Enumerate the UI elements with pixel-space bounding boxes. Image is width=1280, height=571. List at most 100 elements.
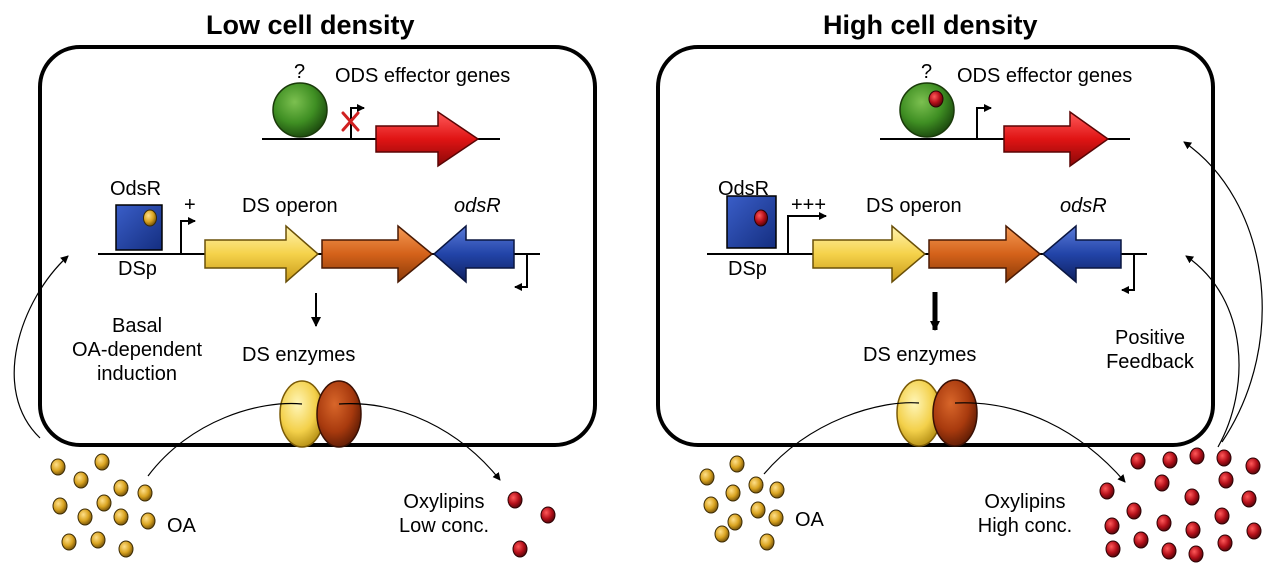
right-effector-promoter-arrow xyxy=(976,104,992,139)
right-oxylipins-line-1: Oxylipins xyxy=(984,491,1066,513)
oxylipin-molecule xyxy=(1217,534,1233,552)
oa-molecule xyxy=(729,455,745,473)
left-oxylipins-line-1: Oxylipins xyxy=(403,491,485,513)
left-oxylipin-release-curve xyxy=(338,403,501,481)
oxylipin-molecule xyxy=(1133,531,1149,549)
left-panel xyxy=(13,45,597,558)
left-ds-enzymes-label: DS enzymes xyxy=(242,344,356,366)
oa-molecule xyxy=(96,494,112,512)
oxylipin-molecule xyxy=(1161,542,1177,560)
right-positive-feedback-label: Positive Feedback xyxy=(1090,326,1210,374)
right-odsr-gene-label: odsR xyxy=(1060,195,1107,217)
oxylipin-molecule xyxy=(1156,514,1172,532)
left-dsp-label: DSp xyxy=(118,258,157,280)
left-basal-line-3: induction xyxy=(96,363,178,385)
oxylipin-molecule xyxy=(1246,522,1262,540)
oa-molecule xyxy=(137,484,153,502)
oxylipin-molecule xyxy=(1099,482,1115,500)
left-basal-induction-label: Basal OA-dependent induction xyxy=(62,314,212,386)
oa-molecule xyxy=(90,531,106,549)
right-oxylipins-line-2: High conc. xyxy=(977,515,1073,537)
right-odsr-promoter-arrow xyxy=(1121,254,1135,294)
right-feedback-curve-odsr xyxy=(1185,255,1240,448)
oxylipin-molecule xyxy=(1185,521,1201,539)
left-ds-enzyme-orange xyxy=(316,380,362,448)
right-dsp-promoter-arrow xyxy=(787,212,827,254)
right-odsr-protein-label: OdsR xyxy=(718,178,770,200)
right-question-mark: ? xyxy=(921,61,933,83)
oa-molecule xyxy=(769,481,785,499)
oxylipin-molecule xyxy=(1188,545,1204,563)
left-dsp-promoter-arrow xyxy=(180,217,196,254)
oxylipin-molecule xyxy=(1104,517,1120,535)
oa-molecule xyxy=(759,533,775,551)
left-effector-gene-arrow xyxy=(375,110,480,168)
right-oa-molecules xyxy=(699,455,785,551)
right-feedback-line-1: Positive xyxy=(1114,327,1186,349)
left-oxylipins-line-2: Low conc. xyxy=(398,515,490,537)
right-effector-gene-arrow xyxy=(1003,110,1110,168)
left-odsr-gene xyxy=(432,224,515,284)
left-oa-uptake-curve xyxy=(147,402,303,477)
oxylipin-molecule xyxy=(1214,507,1230,525)
left-question-mark: ? xyxy=(294,61,306,83)
left-panel-title: Low cell density xyxy=(206,10,415,40)
oxylipin-molecule xyxy=(1189,447,1205,465)
oa-molecule xyxy=(61,533,77,551)
right-ds-gene-2 xyxy=(928,224,1042,284)
right-odsr-gene xyxy=(1041,224,1122,284)
left-induction-level-label: + xyxy=(184,194,196,216)
left-basal-line-2: OA-dependent xyxy=(71,339,203,361)
right-oa-label: OA xyxy=(795,509,824,531)
right-feedback-line-2: Feedback xyxy=(1106,351,1194,373)
left-ds-operon-label: DS operon xyxy=(242,195,338,217)
left-oxylipin-molecules xyxy=(507,491,556,558)
oa-molecule xyxy=(94,453,110,471)
oa-molecule xyxy=(699,468,715,486)
oa-molecule xyxy=(714,525,730,543)
left-odsr-promoter-arrow xyxy=(514,254,528,291)
right-induction-level-label: +++ xyxy=(791,194,827,216)
oxylipin-molecule xyxy=(1184,488,1200,506)
oa-molecule xyxy=(748,476,764,494)
oxylipin-molecule xyxy=(507,491,523,509)
oxylipin-molecule xyxy=(1130,452,1146,470)
left-oa-molecules xyxy=(50,453,156,558)
right-panel-title: High cell density xyxy=(823,10,1038,40)
oxylipin-molecule xyxy=(1154,474,1170,492)
oa-molecule xyxy=(140,512,156,530)
right-ds-enzyme-orange xyxy=(932,379,978,447)
oxylipin-molecule xyxy=(1126,502,1142,520)
oxylipin-molecule xyxy=(1105,540,1121,558)
right-ds-operon-label: DS operon xyxy=(866,195,962,217)
left-basal-induction-curve xyxy=(13,255,69,439)
right-oxylipins-label: Oxylipins High conc. xyxy=(955,490,1095,538)
right-panel xyxy=(656,45,1263,563)
left-effector-genes-label: ODS effector genes xyxy=(335,65,511,87)
oxylipin-molecule xyxy=(512,540,528,558)
right-feedback-curve-effector xyxy=(1183,141,1263,443)
oxylipin-molecule xyxy=(1216,449,1232,467)
left-repression-x-icon xyxy=(341,111,360,132)
right-odsr-bound-oxylipin xyxy=(754,209,768,227)
left-ds-gene-1 xyxy=(204,224,320,284)
left-odsr-protein xyxy=(115,204,163,251)
left-odsr-bound-oa xyxy=(143,209,157,227)
left-regulator-protein xyxy=(272,82,328,138)
oa-molecule xyxy=(768,509,784,527)
left-oa-label: OA xyxy=(167,515,196,537)
oxylipin-molecule xyxy=(1241,490,1257,508)
oa-molecule xyxy=(118,540,134,558)
left-effector-promoter-arrow xyxy=(350,104,365,139)
right-regulator-protein xyxy=(899,82,955,138)
left-odsr-gene-label: odsR xyxy=(454,195,501,217)
right-regulator-bound-oxylipin xyxy=(928,90,944,108)
oa-molecule xyxy=(52,497,68,515)
oa-molecule xyxy=(750,501,766,519)
oa-molecule xyxy=(113,508,129,526)
right-oxylipin-molecules xyxy=(1099,447,1262,563)
oa-molecule xyxy=(113,479,129,497)
left-oxylipins-label: Oxylipins Low conc. xyxy=(374,490,514,538)
oxylipin-molecule xyxy=(1218,471,1234,489)
